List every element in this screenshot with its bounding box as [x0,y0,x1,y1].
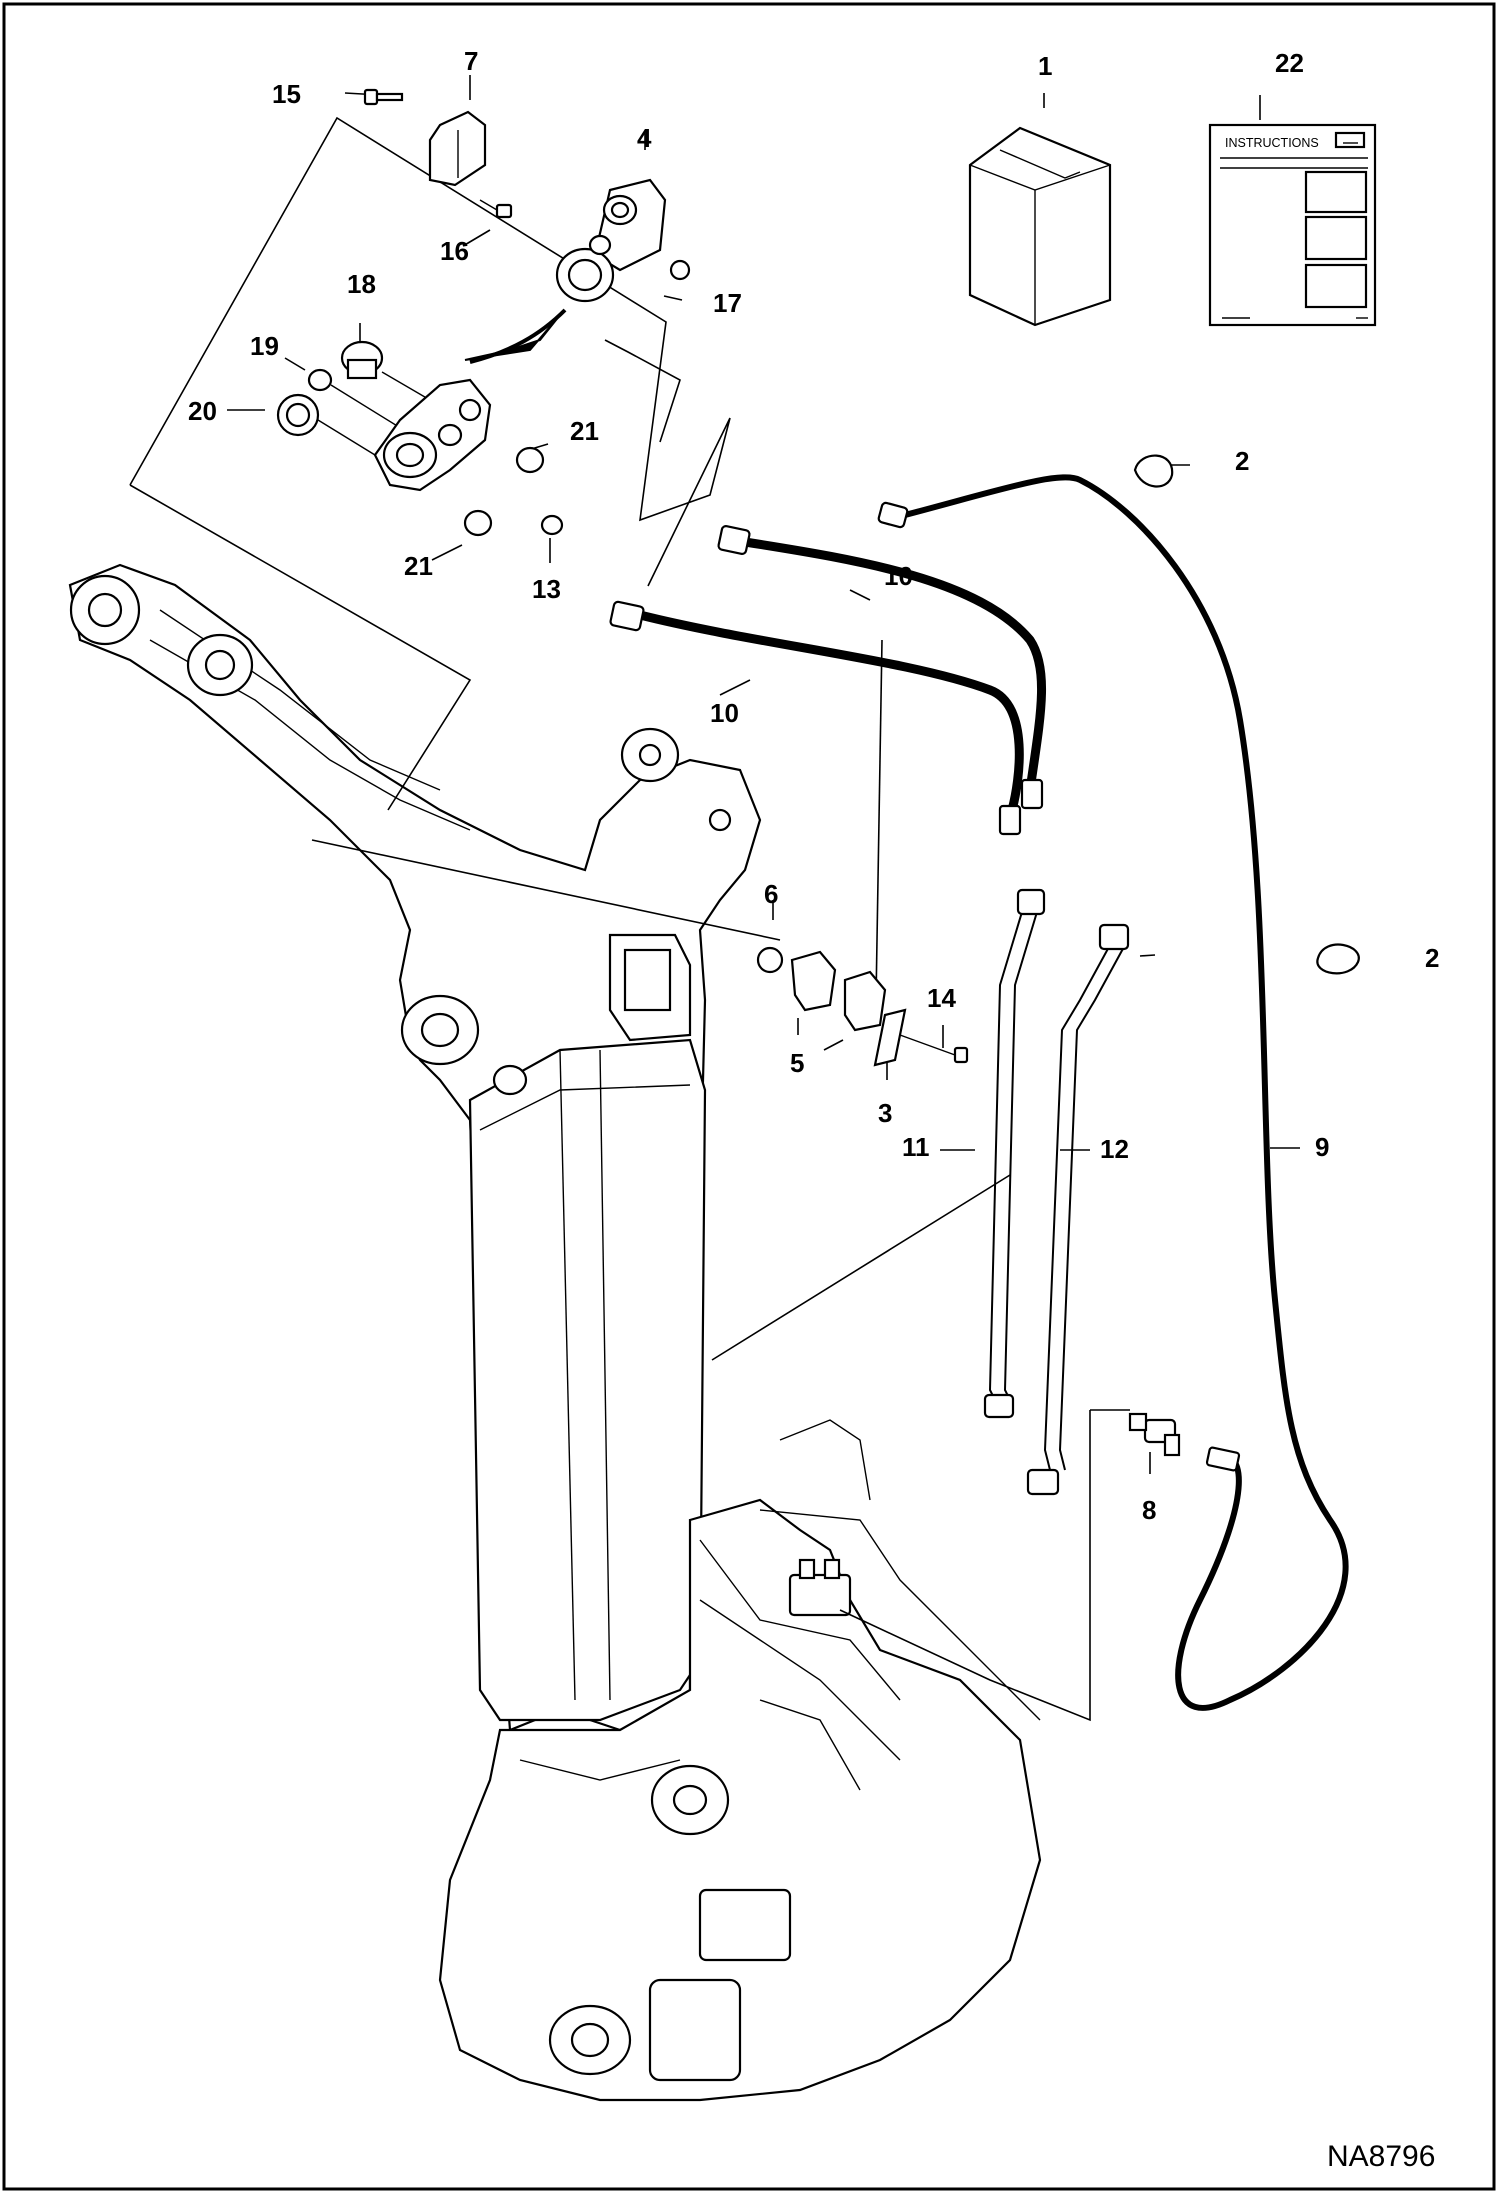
callout-2-upper: 2 [1235,446,1249,476]
callout-8: 8 [1142,1495,1156,1525]
clips-part-2 [1133,454,1360,975]
callout-21-lower: 21 [404,551,433,581]
callout-20: 20 [188,396,217,426]
part-20-coupler [276,393,376,456]
part-21-fittings [463,446,545,537]
part-4-coupler-block [555,178,667,303]
part-3-plate [873,1008,907,1067]
callout-labels: 1 2 2 3 4 5 6 7 8 9 10 10 11 12 13 14 15… [188,46,1439,1525]
coupler-block-lower [373,378,492,492]
clamp-parts [756,946,969,1067]
part-8-tee-fitting [1128,1412,1181,1457]
callout-10-upper: 10 [884,561,913,591]
leader-lines [129,75,1300,1722]
part-5-clamp-half-a [790,950,837,1012]
callout-14: 14 [927,983,956,1013]
drawing-code: NA8796 [1327,2140,1435,2173]
part-16-bolt [479,199,513,219]
callout-21-upper: 21 [570,416,599,446]
part-18-coupler [340,340,431,401]
part-1-box [968,126,1112,327]
boom-arm-illustration [68,563,1042,2102]
callout-9: 9 [1315,1132,1329,1162]
hose-part-9 [877,474,1349,1711]
part-22-instructions-sheet: INSTRUCTIONS [1208,123,1377,327]
part-13-fitting [540,514,564,536]
instructions-heading: INSTRUCTIONS [1225,136,1319,150]
callout-10-lower: 10 [710,698,739,728]
callout-3: 3 [878,1098,892,1128]
callout-11: 11 [902,1132,930,1162]
hoses-part-10 [609,524,1046,836]
part-14-bolt [899,1034,969,1064]
callout-12: 12 [1100,1134,1129,1164]
callout-17: 17 [713,288,742,318]
callout-18: 18 [347,269,376,299]
part-5-clamp-half-b [843,970,887,1032]
part-15-bolt [363,88,404,106]
callout-16: 16 [440,236,469,266]
callout-22: 22 [1275,48,1304,78]
coupler-assembly-parts [276,88,691,537]
callout-5: 5 [790,1048,804,1078]
callout-2-lower: 2 [1425,943,1439,973]
callout-7: 7 [464,46,478,76]
callout-1: 1 [1038,51,1052,81]
explode-arrow [464,314,561,361]
callout-13: 13 [532,574,561,604]
callout-4: 4 [637,123,652,153]
callout-15: 15 [272,79,301,109]
tubes-parts-11-12 [983,888,1130,1496]
callout-19: 19 [250,331,279,361]
part-6-spacer [756,946,784,974]
part-17-nut [669,259,691,281]
callout-6: 6 [764,879,778,909]
